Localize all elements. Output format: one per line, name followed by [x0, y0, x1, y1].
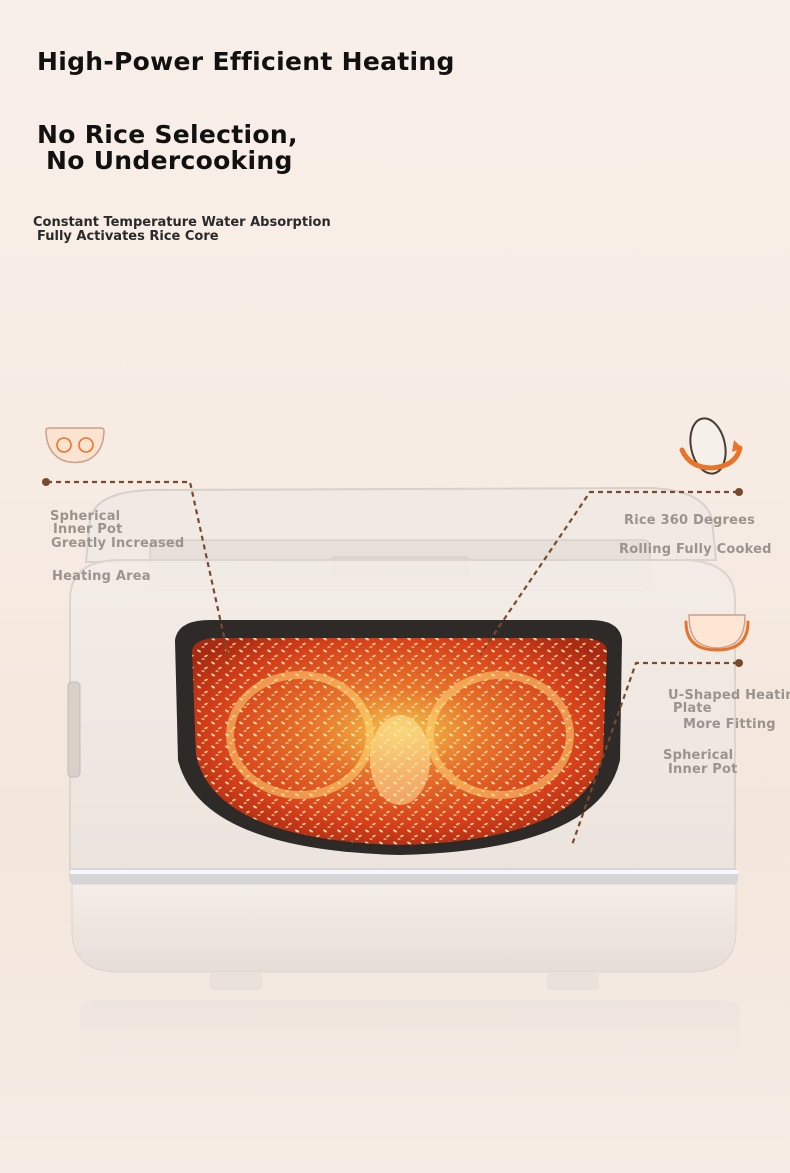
foot-left — [210, 972, 262, 990]
secondary-headline-line-1: No Rice Selection, — [37, 120, 298, 149]
callout-left-line-3: Greatly Increased — [51, 536, 185, 551]
callout-right-top-line-1: Rice 360 Degrees — [624, 513, 756, 528]
rice-grain-rotation-icon — [679, 417, 743, 475]
leader-dot-right-top — [735, 488, 743, 496]
callout-right-top-line-2: Rolling Fully Cooked — [619, 542, 772, 557]
leader-lines — [47, 480, 738, 846]
cooker-base — [71, 883, 737, 973]
foot-right — [547, 972, 599, 990]
leader-dot-left — [42, 478, 50, 486]
main-headline: High-Power Efficient Heating — [37, 47, 455, 76]
pot-convection-icon — [45, 427, 105, 464]
callout-right-bottom-line-2: Plate — [673, 701, 712, 716]
floor-reflection — [80, 1000, 740, 1110]
control-panel — [67, 681, 81, 778]
subheading-line-2: Fully Activates Rice Core — [37, 229, 219, 244]
leader-dot-right-bottom — [735, 659, 743, 667]
callout-right-bottom-line-4: Spherical — [663, 748, 734, 763]
callout-left-line-4: Heating Area — [52, 569, 151, 584]
u-shaped-plate-icon — [684, 614, 750, 652]
callout-right-bottom-line-3: More Fitting — [683, 717, 776, 732]
callout-left-line-1: Spherical — [50, 509, 121, 524]
callout-right-bottom-line-1: U-Shaped Heating — [668, 688, 790, 703]
callout-right-bottom-line-5: Inner Pot — [668, 762, 738, 777]
callout-left-line-2: Inner Pot — [53, 522, 123, 537]
subheading-line-1: Constant Temperature Water Absorption — [33, 215, 331, 230]
secondary-headline-line-2: No Undercooking — [46, 146, 293, 175]
